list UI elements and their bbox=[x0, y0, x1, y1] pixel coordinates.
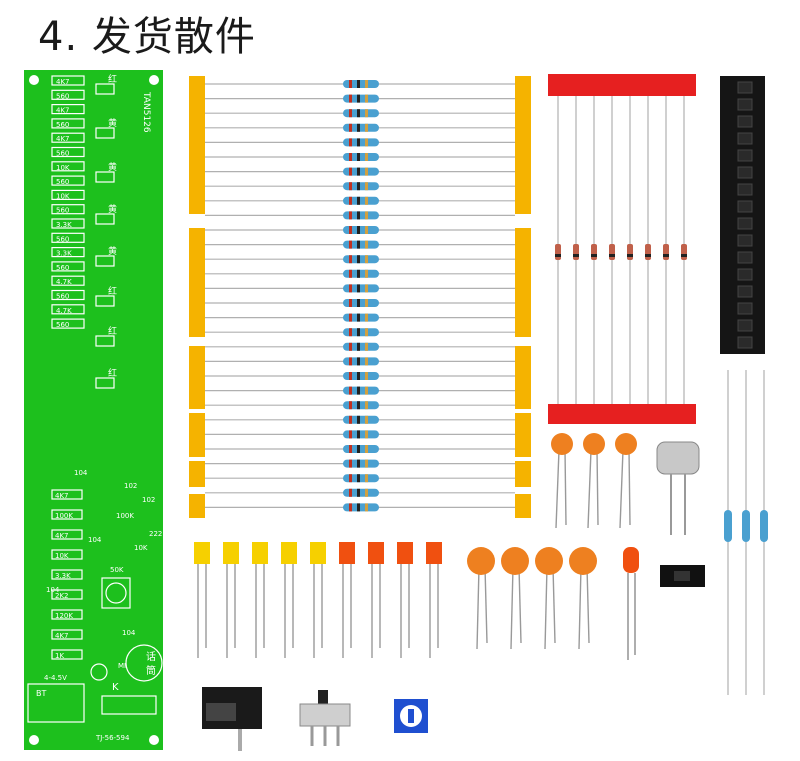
pcb-led-label: 红 bbox=[108, 285, 117, 297]
pot-label: 50K bbox=[110, 566, 124, 574]
pcb-resistor-label: 560 bbox=[56, 92, 69, 100]
pcb-resistor-label: 4K7 bbox=[56, 78, 70, 86]
pcb-resistor-label: 560 bbox=[56, 293, 69, 301]
pcb-resistor-label: 560 bbox=[56, 207, 69, 215]
pcb-cap-label: 104 bbox=[46, 586, 60, 594]
pcb-lower-resistor-label: 120K bbox=[55, 612, 73, 620]
pcb-resistor-label: 3.3K bbox=[56, 250, 72, 258]
switch-label: K bbox=[112, 682, 119, 693]
pcb-cap-label: 100K bbox=[116, 512, 134, 520]
pcb-resistor-label: 10K bbox=[56, 192, 70, 200]
mic-char-1: 话 bbox=[146, 651, 156, 663]
battery-label: BT bbox=[36, 689, 46, 698]
pcb-cap-label: 102 bbox=[124, 482, 137, 490]
led-row bbox=[188, 540, 448, 660]
pcb-model-label: TAN5126 bbox=[141, 91, 151, 133]
voltage-label: 4-4.5V bbox=[44, 674, 67, 682]
pcb-resistor-label: 3.3K bbox=[56, 221, 72, 229]
pcb-led-label: 红 bbox=[108, 367, 117, 379]
pcb-lower-resistor-label: 4K7 bbox=[55, 632, 69, 640]
page-title: 4. 发货散件 bbox=[38, 14, 256, 60]
pcb-resistor-label: 560 bbox=[56, 178, 69, 186]
pcb-led-label: 黄 bbox=[108, 245, 117, 257]
pcb-resistor-label: 10K bbox=[56, 164, 70, 172]
pcb-led-label: 黄 bbox=[108, 161, 117, 173]
pcb-resistor-label: 560 bbox=[56, 121, 69, 129]
pcb-led-label: 黄 bbox=[108, 117, 117, 129]
pcb-cap-label: 10K bbox=[134, 544, 148, 552]
pcb-resistor-label: 560 bbox=[56, 264, 69, 272]
pcb-lower-resistor-label: 2K2 bbox=[55, 592, 69, 600]
pcb-cap-label: 104 bbox=[122, 629, 136, 637]
red-led bbox=[617, 545, 647, 665]
ceramic-caps-top bbox=[548, 430, 648, 530]
ceramic-caps-bottom bbox=[465, 545, 605, 655]
pcb-resistor-label: 4K7 bbox=[56, 135, 70, 143]
pcb-cap-label: 102 bbox=[142, 496, 155, 504]
potentiometer bbox=[392, 697, 432, 737]
pcb-resistor-label: 4.7K bbox=[56, 307, 72, 315]
pcb-lower-resistor-label: 4K7 bbox=[55, 492, 69, 500]
pcb-led-label: 红 bbox=[108, 73, 117, 85]
loose-resistors bbox=[720, 370, 780, 700]
pcb-cap-label: 222 bbox=[149, 530, 162, 538]
pcb-lower-resistor-label: 100K bbox=[55, 512, 73, 520]
pcb-cap-label: 104 bbox=[74, 469, 88, 477]
pcb-resistor-label: 560 bbox=[56, 321, 69, 329]
pcb-bottom-code: TJ-56-594 bbox=[95, 734, 130, 742]
pcb-lower-resistor-label: 10K bbox=[55, 552, 69, 560]
pcb-resistor-label: 560 bbox=[56, 235, 69, 243]
pcb-cap-label: 104 bbox=[88, 536, 102, 544]
pcb-lower-resistor-label: 4K7 bbox=[55, 532, 69, 540]
pcb-resistor-label: 4.7K bbox=[56, 278, 72, 286]
dc-jack bbox=[200, 685, 270, 755]
slide-switch bbox=[298, 690, 358, 750]
mic-label: MI bbox=[118, 662, 126, 670]
pcb-led-label: 黄 bbox=[108, 203, 117, 215]
pcb-lower-resistor-label: 3.3K bbox=[55, 572, 71, 580]
resistor-tape-strip bbox=[185, 76, 535, 526]
pcb-resistor-label: 560 bbox=[56, 150, 69, 158]
mic-char-2: 筒 bbox=[146, 664, 156, 677]
pcb-lower-resistor-label: 1K bbox=[55, 652, 64, 660]
electret-mic bbox=[655, 440, 705, 540]
pcb-resistor-label: 4K7 bbox=[56, 107, 70, 115]
diode-tape-strip bbox=[548, 74, 698, 424]
ic-chip bbox=[660, 565, 705, 587]
pcb-led-label: 红 bbox=[108, 325, 117, 337]
smd-tape-strip bbox=[720, 76, 765, 354]
